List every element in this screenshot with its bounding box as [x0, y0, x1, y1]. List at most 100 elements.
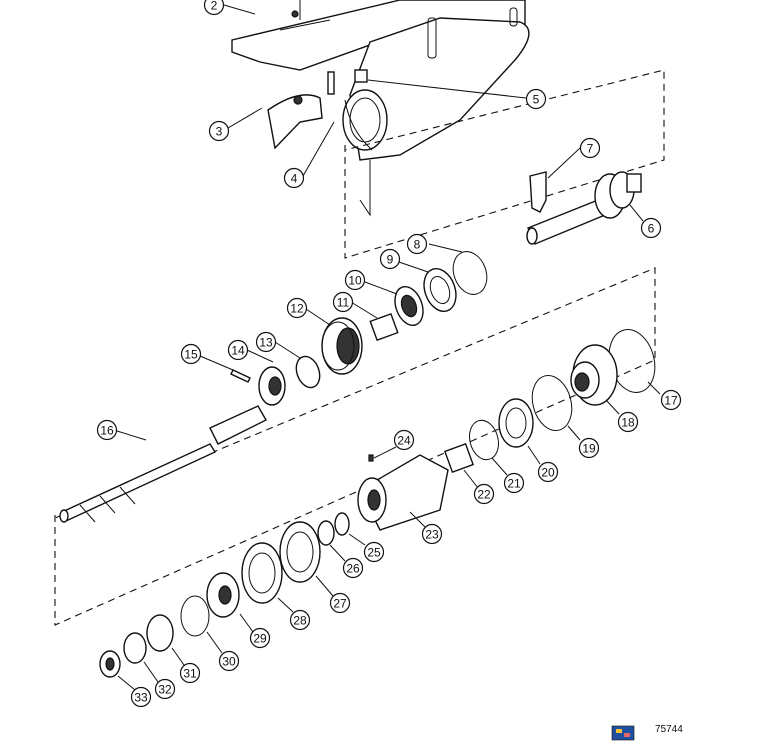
callout-22: 22 — [473, 483, 495, 505]
part-20-bearing — [498, 398, 534, 448]
callout-6: 6 — [640, 217, 662, 239]
callout-circle — [249, 627, 271, 649]
publisher-logo-icon — [611, 725, 635, 741]
callout-label: 18 — [621, 416, 635, 430]
callout-circle — [286, 297, 308, 319]
part-18-gear — [570, 344, 618, 406]
callout-circle — [289, 609, 311, 631]
callout-label: 30 — [222, 655, 236, 669]
callout-25: 25 — [363, 541, 385, 563]
callout-10: 10 — [344, 269, 366, 291]
callout-circle — [537, 461, 559, 483]
callout-label: 16 — [100, 424, 114, 438]
callout-label: 7 — [587, 142, 594, 156]
callout-28: 28 — [289, 609, 311, 631]
callout-circle — [579, 137, 601, 159]
callout-5: 5 — [525, 88, 547, 110]
callout-circle — [180, 343, 202, 365]
callout-19: 19 — [578, 437, 600, 459]
part-24-pin — [368, 454, 374, 462]
callout-14: 14 — [227, 339, 249, 361]
callout-label: 9 — [387, 253, 394, 267]
callout-circle — [660, 389, 682, 411]
callout-21: 21 — [503, 472, 525, 494]
callout-7: 7 — [579, 137, 601, 159]
callout-circle — [332, 291, 354, 313]
callout-label: 31 — [183, 667, 197, 681]
callout-label: 19 — [582, 442, 596, 456]
callout-2: 2 — [203, 0, 225, 16]
callout-label: 12 — [290, 302, 304, 316]
part-13-ring — [295, 355, 321, 389]
callout-label: 4 — [291, 172, 298, 186]
callout-9: 9 — [379, 248, 401, 270]
callout-circle — [640, 217, 662, 239]
part-11-bushing — [369, 312, 399, 342]
callout-label: 24 — [397, 434, 411, 448]
callout-label: 10 — [348, 274, 362, 288]
callout-label: 29 — [253, 632, 267, 646]
callout-label: 26 — [346, 562, 360, 576]
callout-circle — [363, 541, 385, 563]
callout-26: 26 — [342, 557, 364, 579]
part-19-washer — [531, 375, 573, 431]
callout-23: 23 — [421, 523, 443, 545]
callout-circle — [255, 331, 277, 353]
callout-29: 29 — [249, 627, 271, 649]
part-8-ring — [452, 251, 488, 295]
callout-circle — [329, 592, 351, 614]
trim-tab — [267, 94, 323, 150]
part-12-gear — [321, 317, 363, 375]
part-23-bearing-carrier — [357, 454, 449, 531]
callout-label: 28 — [293, 614, 307, 628]
callout-circle — [473, 483, 495, 505]
part-33-nut — [99, 650, 121, 678]
part-21-ring — [469, 419, 499, 461]
part-31-tab-washer — [146, 614, 174, 652]
callout-circle — [208, 120, 230, 142]
callout-30: 30 — [218, 650, 240, 672]
callout-circle — [283, 167, 305, 189]
callout-circle — [218, 650, 240, 672]
part-30-tab-washer — [180, 595, 210, 637]
assembly-outline-lower — [54, 267, 656, 626]
callout-20: 20 — [537, 461, 559, 483]
callout-3: 3 — [208, 120, 230, 142]
callout-24: 24 — [393, 429, 415, 451]
callout-label: 3 — [216, 125, 223, 139]
callout-circle — [617, 411, 639, 433]
part-15-pin — [230, 369, 251, 383]
callout-circle — [421, 523, 443, 545]
callout-label: 13 — [259, 336, 273, 350]
callout-11: 11 — [332, 291, 354, 313]
callout-17: 17 — [660, 389, 682, 411]
callout-circle — [179, 662, 201, 684]
callout-8: 8 — [406, 233, 428, 255]
callout-4: 4 — [283, 167, 305, 189]
callout-label: 17 — [664, 394, 678, 408]
callout-32: 32 — [154, 678, 176, 700]
leader-lines — [116, 4, 661, 691]
part-14-clutch — [258, 366, 286, 406]
part-25-ring — [334, 512, 350, 536]
callout-circle — [379, 248, 401, 270]
callout-circle — [203, 0, 225, 16]
part-22-bushing — [444, 443, 474, 473]
callout-label: 27 — [333, 597, 347, 611]
callout-16: 16 — [96, 419, 118, 441]
callout-label: 32 — [158, 683, 172, 697]
callout-circle — [525, 88, 547, 110]
callout-label: 15 — [184, 348, 198, 362]
callout-12: 12 — [286, 297, 308, 319]
callout-circle — [406, 233, 428, 255]
shift-shaft-assembly — [526, 171, 642, 245]
part-29-thrust-hub — [206, 572, 240, 618]
part-26-ring — [317, 520, 335, 546]
part-28-cover-nut — [241, 542, 283, 604]
callout-circle — [578, 437, 600, 459]
part-10-bearing — [394, 285, 424, 327]
callout-circle — [227, 339, 249, 361]
callout-label: 8 — [414, 238, 421, 252]
callout-27: 27 — [329, 592, 351, 614]
